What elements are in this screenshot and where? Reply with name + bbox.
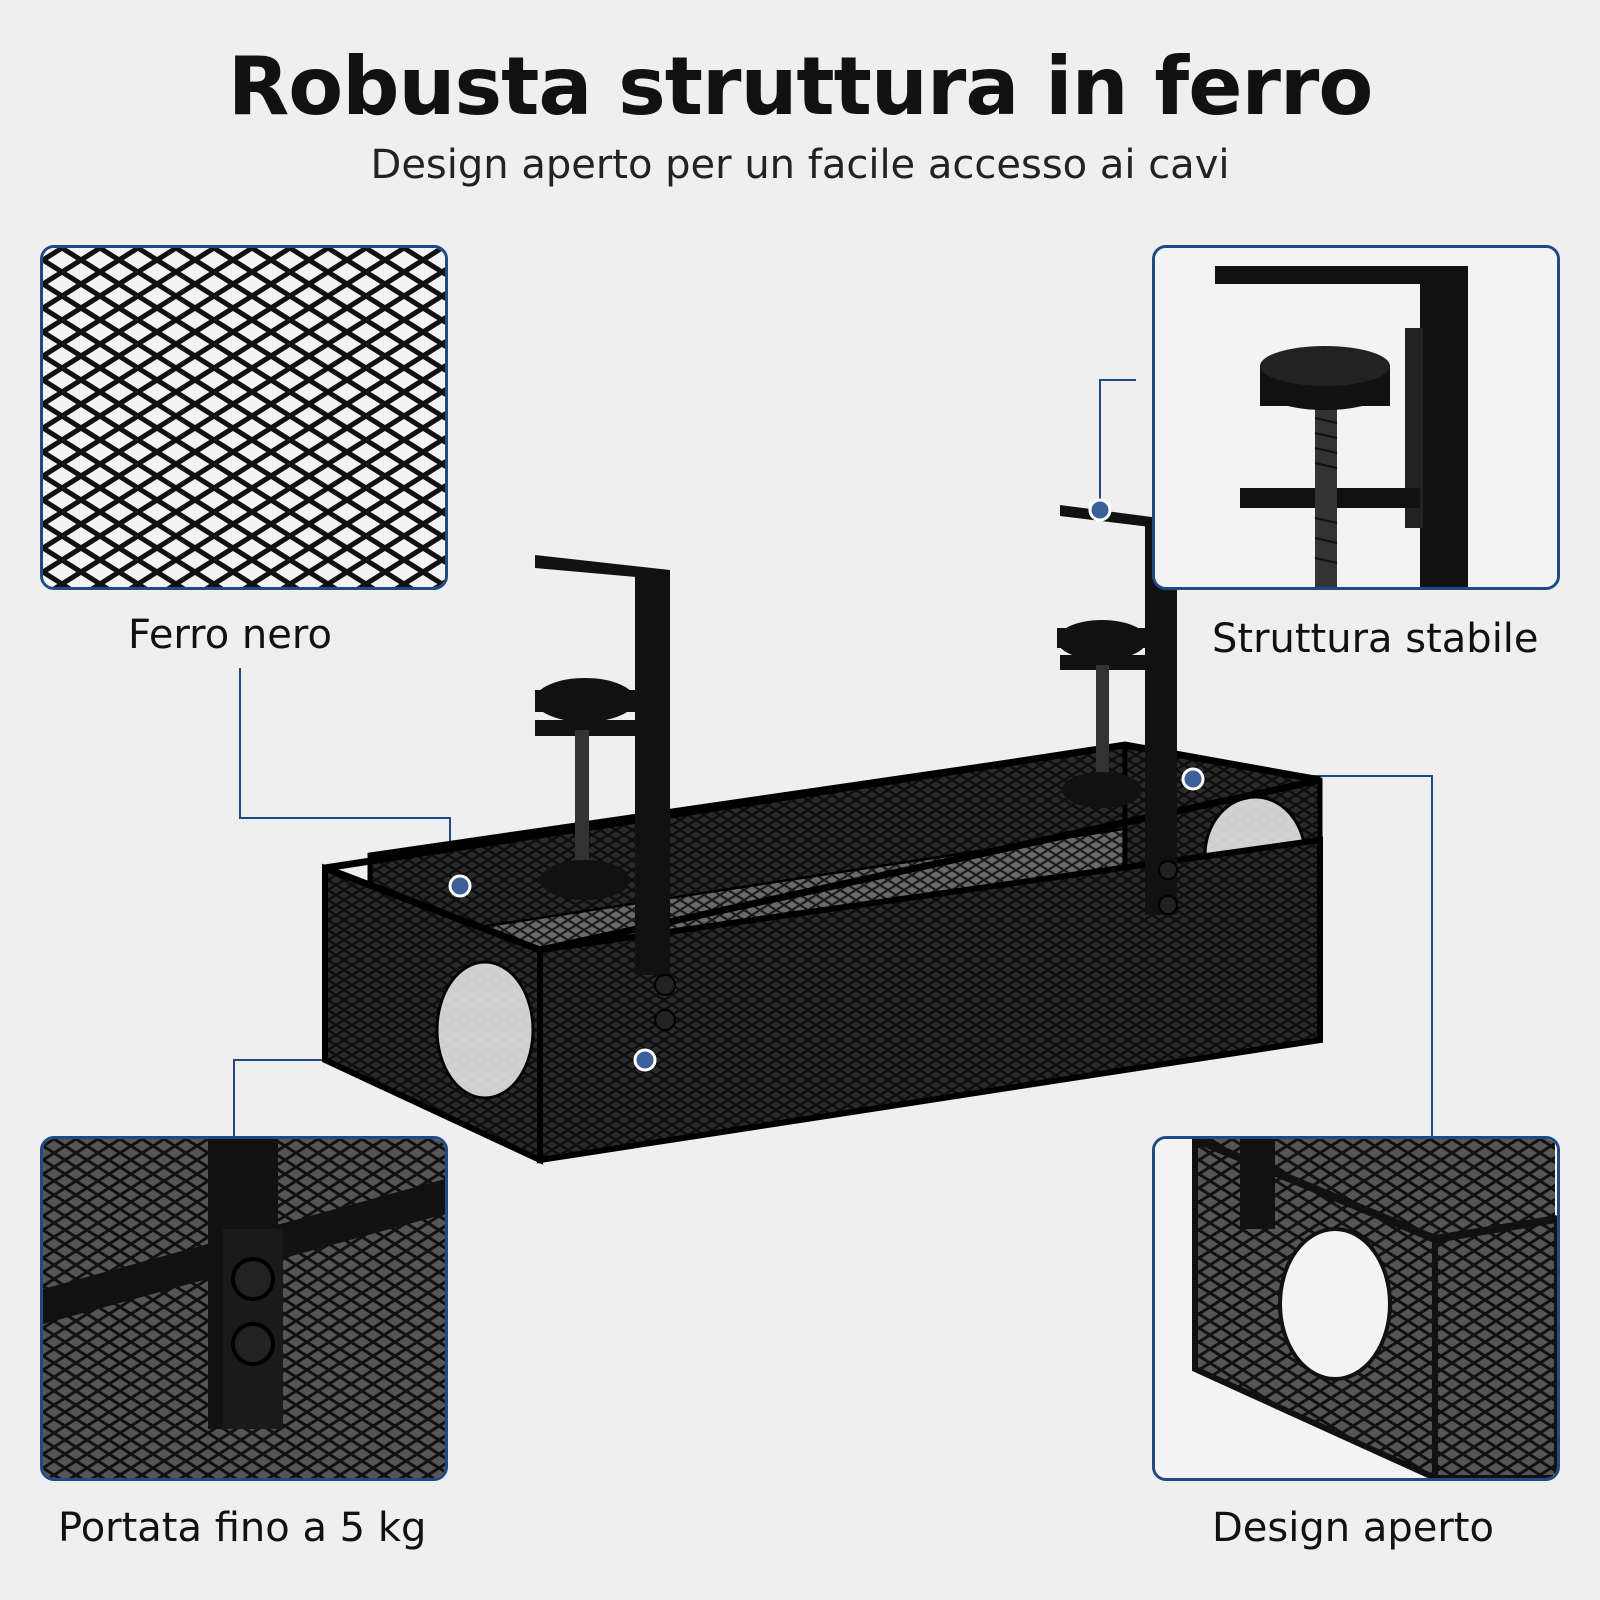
mesh-closeup-image [43, 248, 445, 587]
clamp-closeup-image [1155, 248, 1557, 587]
page-title: Robusta struttura in ferro [227, 40, 1374, 133]
left-clamp [535, 555, 676, 1031]
page-subtitle: Design aperto per un facile accesso ai c… [370, 142, 1230, 188]
open-design-closeup-image [1155, 1139, 1557, 1478]
inset-black-iron [40, 245, 448, 590]
inset-open-design [1152, 1136, 1560, 1481]
inset-stable-structure [1152, 245, 1560, 590]
label-load-capacity: Portata fino a 5 kg [58, 1505, 427, 1551]
callout-dots [448, 498, 1205, 1072]
label-black-iron: Ferro nero [128, 612, 332, 658]
label-stable-structure: Struttura stabile [1212, 616, 1539, 662]
bolts-closeup-image [43, 1139, 445, 1478]
inset-load-capacity [40, 1136, 448, 1481]
label-open-design: Design aperto [1212, 1505, 1494, 1551]
